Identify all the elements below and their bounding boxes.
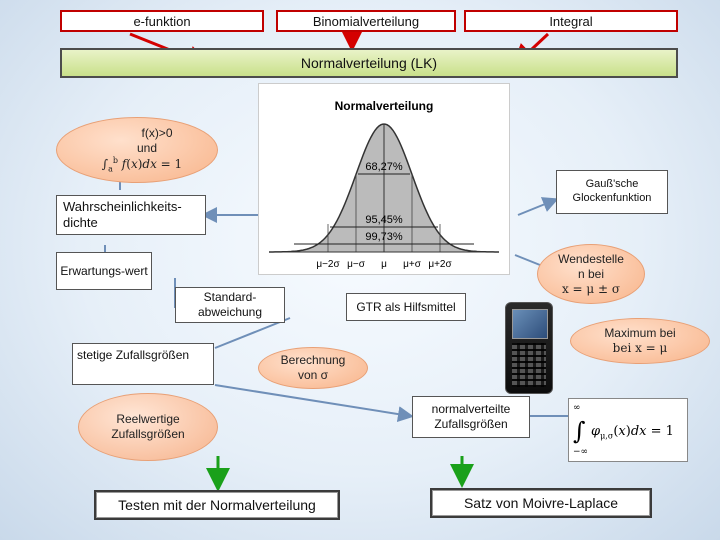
ellipse-berechnung: Berechnung von σ xyxy=(258,347,368,389)
label-wahrscheinlichkeitsdichte: Wahrscheinlichkeits-dichte xyxy=(56,195,206,235)
tick-labels: μ−2σ μ−σ μ μ+σ μ+2σ xyxy=(316,259,452,270)
bell-curve-figure: Normalverteilung 68,27% 95,45% 99,73% μ−… xyxy=(258,83,510,275)
tick-label: μ+σ xyxy=(403,259,422,270)
wendestelle-line3: x = μ ± σ xyxy=(561,281,621,296)
box-integral: Integral xyxy=(464,10,678,32)
box-testen-normalverteilung: Testen mit der Normalverteilung xyxy=(94,490,340,520)
fx-line2: und xyxy=(136,140,158,155)
label-normalverteilte-zufallsgroessen: normalverteilte Zufallsgrößen xyxy=(412,396,530,438)
connector-stetig xyxy=(214,317,291,349)
pct-95: 95,45% xyxy=(365,214,403,226)
tick-label: μ+2σ xyxy=(428,259,452,270)
formula-lower-limit: −∞ xyxy=(573,447,589,457)
maximum-line2: bei x = μ xyxy=(612,341,668,355)
formula-phi-integral: ∞ ∫ −∞ φμ,σ(x)dx = 1 xyxy=(568,398,688,462)
figure-title: Normalverteilung xyxy=(335,99,434,113)
box-binomialverteilung: Binomialverteilung xyxy=(276,10,456,32)
connector-wendestelle xyxy=(514,254,541,266)
wendestelle-line1: Wendestelle xyxy=(558,251,624,266)
formula-body: φμ,σ(x)dx = 1 xyxy=(591,424,674,441)
pct-68: 68,27% xyxy=(365,161,403,173)
label-gauss-glockenfunktion: Gauß'sche Glockenfunktion xyxy=(556,170,668,214)
label-gtr-hilfsmittel: GTR als Hilfsmittel xyxy=(346,293,466,321)
label-standardabweichung: Standard-abweichung xyxy=(175,287,285,323)
wendestelle-line2: n bei xyxy=(577,266,605,281)
ellipse-wendestelle: Wendestelle n bei x = μ ± σ xyxy=(537,244,645,304)
reellwertig-label: Reelwertige Zufallsgrößen xyxy=(111,412,185,441)
berechnung-line1: Berechnung xyxy=(280,353,346,367)
berechnung-line2: von σ xyxy=(297,368,329,382)
tick-label: μ−σ xyxy=(347,259,366,270)
ellipse-reellwertig: Reelwertige Zufallsgrößen xyxy=(78,393,218,461)
connector-gauss xyxy=(517,197,559,216)
fx-integral-formula: ∫ab f(x)dx = 1 xyxy=(101,155,183,174)
tick-label: μ−2σ xyxy=(316,259,340,270)
maximum-line1: Maximum bei xyxy=(604,326,676,340)
box-satz-moivre-laplace: Satz von Moivre-Laplace xyxy=(430,488,652,518)
label-stetige-zufallsgroessen: stetige Zufallsgrößen xyxy=(72,343,214,385)
label-erwartungswert: Erwartungs-wert xyxy=(56,252,152,290)
bell-curve-svg: Normalverteilung 68,27% 95,45% 99,73% μ−… xyxy=(269,99,499,270)
tick-label: μ xyxy=(381,259,387,270)
ellipse-maximum: Maximum bei bei x = μ xyxy=(570,318,710,364)
box-normalverteilung-lk: Normalverteilung (LK) xyxy=(60,48,678,78)
formula-upper-limit: ∞ xyxy=(573,403,581,413)
ellipse-fx-integral: f(x)>0 und ∫ab f(x)dx = 1 xyxy=(56,117,218,183)
fx-line1: f(x)>0 xyxy=(141,125,173,140)
calculator-screen xyxy=(512,309,548,339)
calculator-keys xyxy=(512,343,546,387)
calculator-image xyxy=(505,302,553,394)
connector-reellwertig xyxy=(214,384,414,423)
formula-integral-sign: ∫ xyxy=(573,417,586,445)
pct-99: 99,73% xyxy=(365,231,403,243)
box-e-funktion: e-funktion xyxy=(60,10,264,32)
